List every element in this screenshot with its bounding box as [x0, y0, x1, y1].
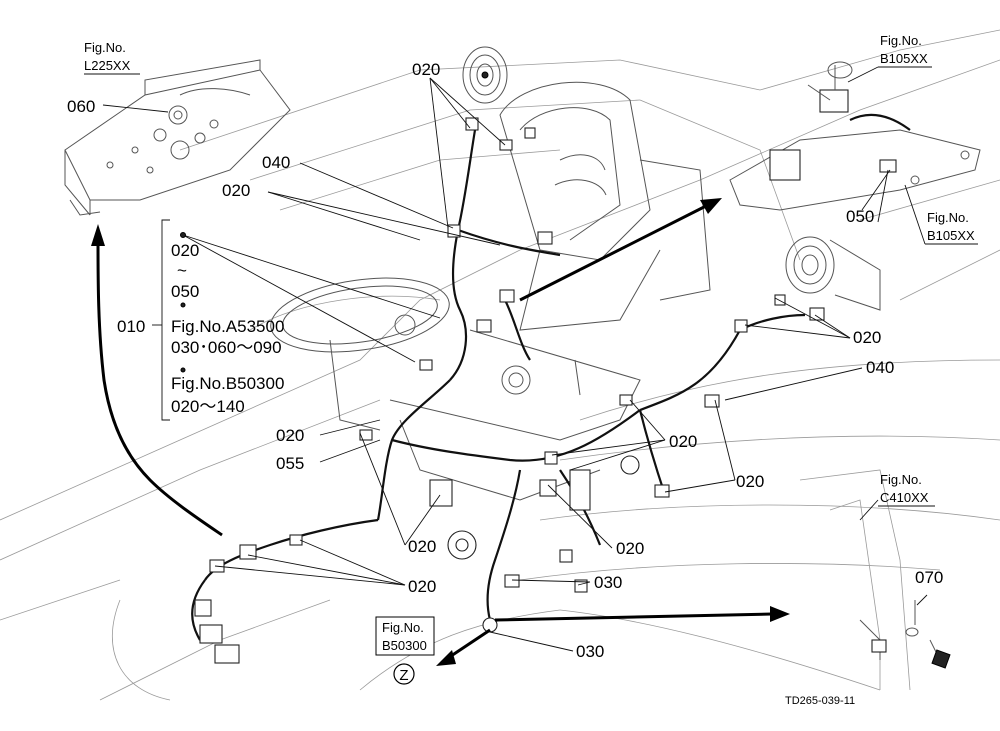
callout-055[interactable]: 055	[276, 454, 304, 473]
tractor-outline	[0, 29, 1000, 701]
callout-050-right[interactable]: 050	[846, 207, 874, 226]
fig-ref-l225-value: L225XX	[84, 58, 131, 73]
fig-ref-l225[interactable]: Fig.No. L225XX	[84, 40, 140, 75]
fig-ref-b50300-label: Fig.No.	[382, 620, 424, 635]
callout-060[interactable]: 060	[67, 97, 95, 116]
fig-ref-b50300[interactable]: Fig.No. B50300	[375, 616, 435, 656]
fig-ref-c410-label: Fig.No.	[880, 472, 922, 487]
pointer-arrows	[91, 198, 790, 666]
view-marker[interactable]: Z	[393, 663, 415, 685]
callout-040-upper[interactable]: 040	[262, 153, 290, 172]
fig-ref-b105-right-value: B105XX	[927, 228, 975, 243]
legend-bracket	[152, 219, 186, 421]
switch-bracket-drawing	[729, 61, 981, 211]
callout-020-right-upper[interactable]: 020	[853, 328, 881, 347]
leader-lines	[102, 77, 928, 652]
seat-drawing	[499, 81, 711, 331]
callout-020-center-low[interactable]: 020	[408, 537, 436, 556]
legend-line-3: 050	[171, 282, 199, 301]
legend-line-1: 020	[171, 241, 199, 260]
ground-bolt-drawing	[859, 600, 951, 669]
fig-ref-c410-value: C410XX	[880, 490, 929, 505]
view-marker-letter: Z	[399, 667, 408, 684]
fig-ref-b105-right[interactable]: Fig.No. B105XX	[904, 184, 978, 245]
callout-040-right[interactable]: 040	[866, 358, 894, 377]
fig-ref-c410[interactable]: Fig.No. C410XX	[878, 472, 935, 507]
drawing-id: TD265-039-11	[785, 695, 855, 707]
callout-020-center-right[interactable]: 020	[616, 539, 644, 558]
callout-020-mid-left[interactable]: 020	[276, 426, 304, 445]
callouts: 060 020 040 020 050 020 040 020 020 020 …	[67, 60, 943, 661]
fig-ref-b105-right-label: Fig.No.	[927, 210, 969, 225]
legend-line-5: 030･060～090	[171, 338, 282, 357]
callout-030-upper[interactable]: 030	[594, 573, 622, 592]
callout-020-mid-right[interactable]: 020	[669, 432, 697, 451]
callout-020-bottom[interactable]: 020	[408, 577, 436, 596]
legend-parent-code: 010	[117, 317, 145, 336]
legend-line-6: Fig.No.B50300	[171, 374, 284, 393]
callout-030-lower[interactable]: 030	[576, 642, 604, 661]
fig-ref-b50300-value: B50300	[382, 638, 427, 653]
fig-ref-l225-label: Fig.No.	[84, 40, 126, 55]
callout-020-right-lower[interactable]: 020	[736, 472, 764, 491]
horn-right-drawing	[785, 236, 881, 311]
legend-line-4: Fig.No.A53500	[171, 317, 284, 336]
horn-top-drawing	[462, 46, 508, 104]
callout-020-top[interactable]: 020	[412, 60, 440, 79]
legend-line-2: ~	[177, 261, 187, 280]
fig-ref-b105-top-value: B105XX	[880, 51, 928, 66]
callout-020-left[interactable]: 020	[222, 181, 250, 200]
callout-070[interactable]: 070	[915, 568, 943, 587]
fig-ref-b105-top-label: Fig.No.	[880, 33, 922, 48]
legend-line-7: 020～140	[171, 397, 245, 416]
connector-parts	[194, 117, 825, 664]
fig-ref-b105-top[interactable]: Fig.No. B105XX	[847, 33, 932, 83]
legend: 010 020 ~ 050 Fig.No.A53500 030･060～090 …	[117, 241, 284, 416]
dash-panel-drawing	[64, 59, 291, 216]
